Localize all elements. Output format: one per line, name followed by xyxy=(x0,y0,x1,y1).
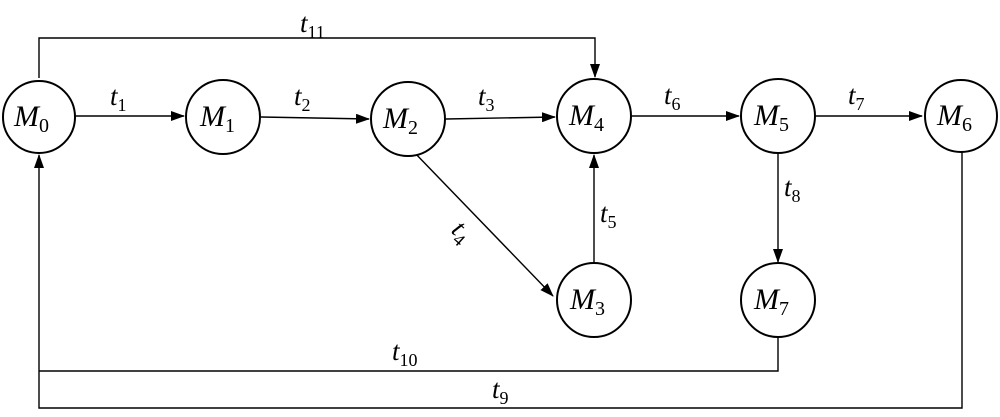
node-m5: M5 xyxy=(740,78,816,154)
node-m7: M7 xyxy=(740,262,816,338)
node-m2: M2 xyxy=(370,81,446,157)
edge-t10-arrow xyxy=(39,338,779,372)
edge-label-t2: t2 xyxy=(294,81,311,115)
node-label-m3: M3 xyxy=(569,283,605,320)
node-label-m5: M5 xyxy=(753,99,789,136)
node-m4: M4 xyxy=(556,78,632,154)
edge-label-t8: t8 xyxy=(784,172,801,206)
edge-label-t6: t6 xyxy=(664,80,681,114)
node-label-m0: M0 xyxy=(13,100,49,137)
node-label-m7: M7 xyxy=(753,283,789,320)
node-label-m6: M6 xyxy=(936,99,972,136)
edge-t4-arrow xyxy=(411,149,554,297)
edge-label-t10: t10 xyxy=(392,336,418,370)
edge-t2-arrow xyxy=(260,113,370,124)
node-label-m2: M2 xyxy=(382,102,418,139)
edge-t3-arrow xyxy=(445,112,556,123)
edge-label-t7: t7 xyxy=(848,80,865,114)
edge-label-t1: t1 xyxy=(110,81,127,115)
edge-label-t9: t9 xyxy=(492,374,509,408)
edge-label-t4: t4 xyxy=(443,214,478,250)
edge-label-t3: t3 xyxy=(478,81,495,115)
node-m0: M0 xyxy=(2,80,76,154)
edge-t9-arrow xyxy=(34,150,963,409)
edge-t11-arrow xyxy=(38,37,600,78)
node-label-m1: M1 xyxy=(199,100,235,137)
node-m6: M6 xyxy=(924,79,998,153)
edge-label-t5: t5 xyxy=(600,198,617,232)
node-label-m4: M4 xyxy=(568,99,604,136)
node-m3: M3 xyxy=(556,262,632,338)
edge-label-t11: t11 xyxy=(300,8,325,42)
node-m1: M1 xyxy=(185,79,261,155)
